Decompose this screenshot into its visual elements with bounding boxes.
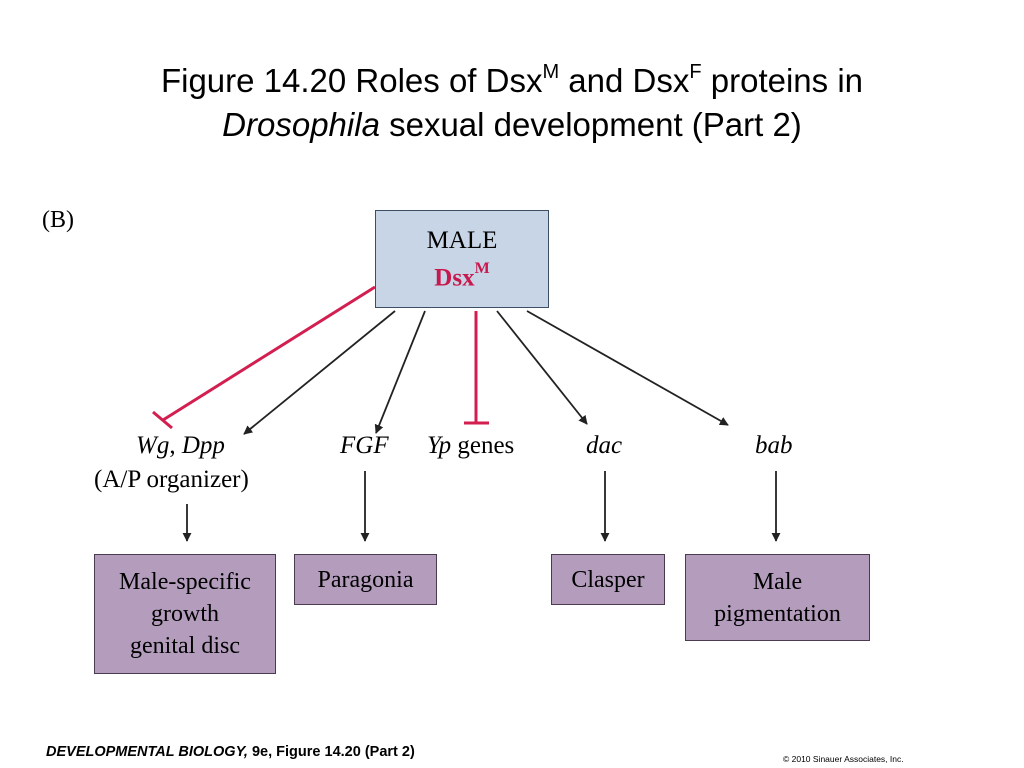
activate-fgf-arrow: [374, 310, 426, 434]
outcome-pigmentation: Male pigmentation: [685, 554, 870, 641]
activate-dac-arrow: [496, 310, 588, 425]
footer-copyright: © 2010 Sinauer Associates, Inc.: [783, 754, 904, 764]
gene-yp: Yp genes: [427, 432, 515, 459]
inhibit-wg-dpp-line: [162, 285, 376, 422]
male-label: MALE: [426, 227, 498, 254]
title-line-1: Figure 14.20 Roles of DsxM and DsxF prot…: [160, 61, 864, 99]
gene-fgf: FGF: [340, 432, 389, 459]
title-line-2: Drosophila sexual development (Part 2): [222, 106, 802, 143]
activate-bab-arrow: [526, 310, 729, 426]
footer-citation: DEVELOPMENTAL BIOLOGY, 9e, Figure 14.20 …: [46, 744, 415, 760]
activate-wg-dpp-arrow: [243, 310, 396, 435]
gene-ap-organizer: (A/P organizer): [94, 466, 249, 493]
gene-bab: bab: [755, 432, 793, 459]
outcome-genital-disc: Male-specific growth genital disc: [94, 554, 276, 674]
outcome-paragonia: Paragonia: [294, 554, 437, 605]
panel-label: (B): [42, 207, 74, 233]
slide-title: Figure 14.20 Roles of DsxM and DsxF prot…: [0, 52, 1024, 147]
gene-dac: dac: [586, 432, 623, 459]
inhibit-wg-dpp-bar: [152, 410, 173, 430]
outcome-clasper: Clasper: [551, 554, 665, 605]
gene-wg-dpp: Wg, Dpp: [136, 432, 225, 459]
male-dsx-box: MALE DsxM: [375, 210, 549, 308]
dsx-m-label: DsxM: [434, 260, 490, 292]
